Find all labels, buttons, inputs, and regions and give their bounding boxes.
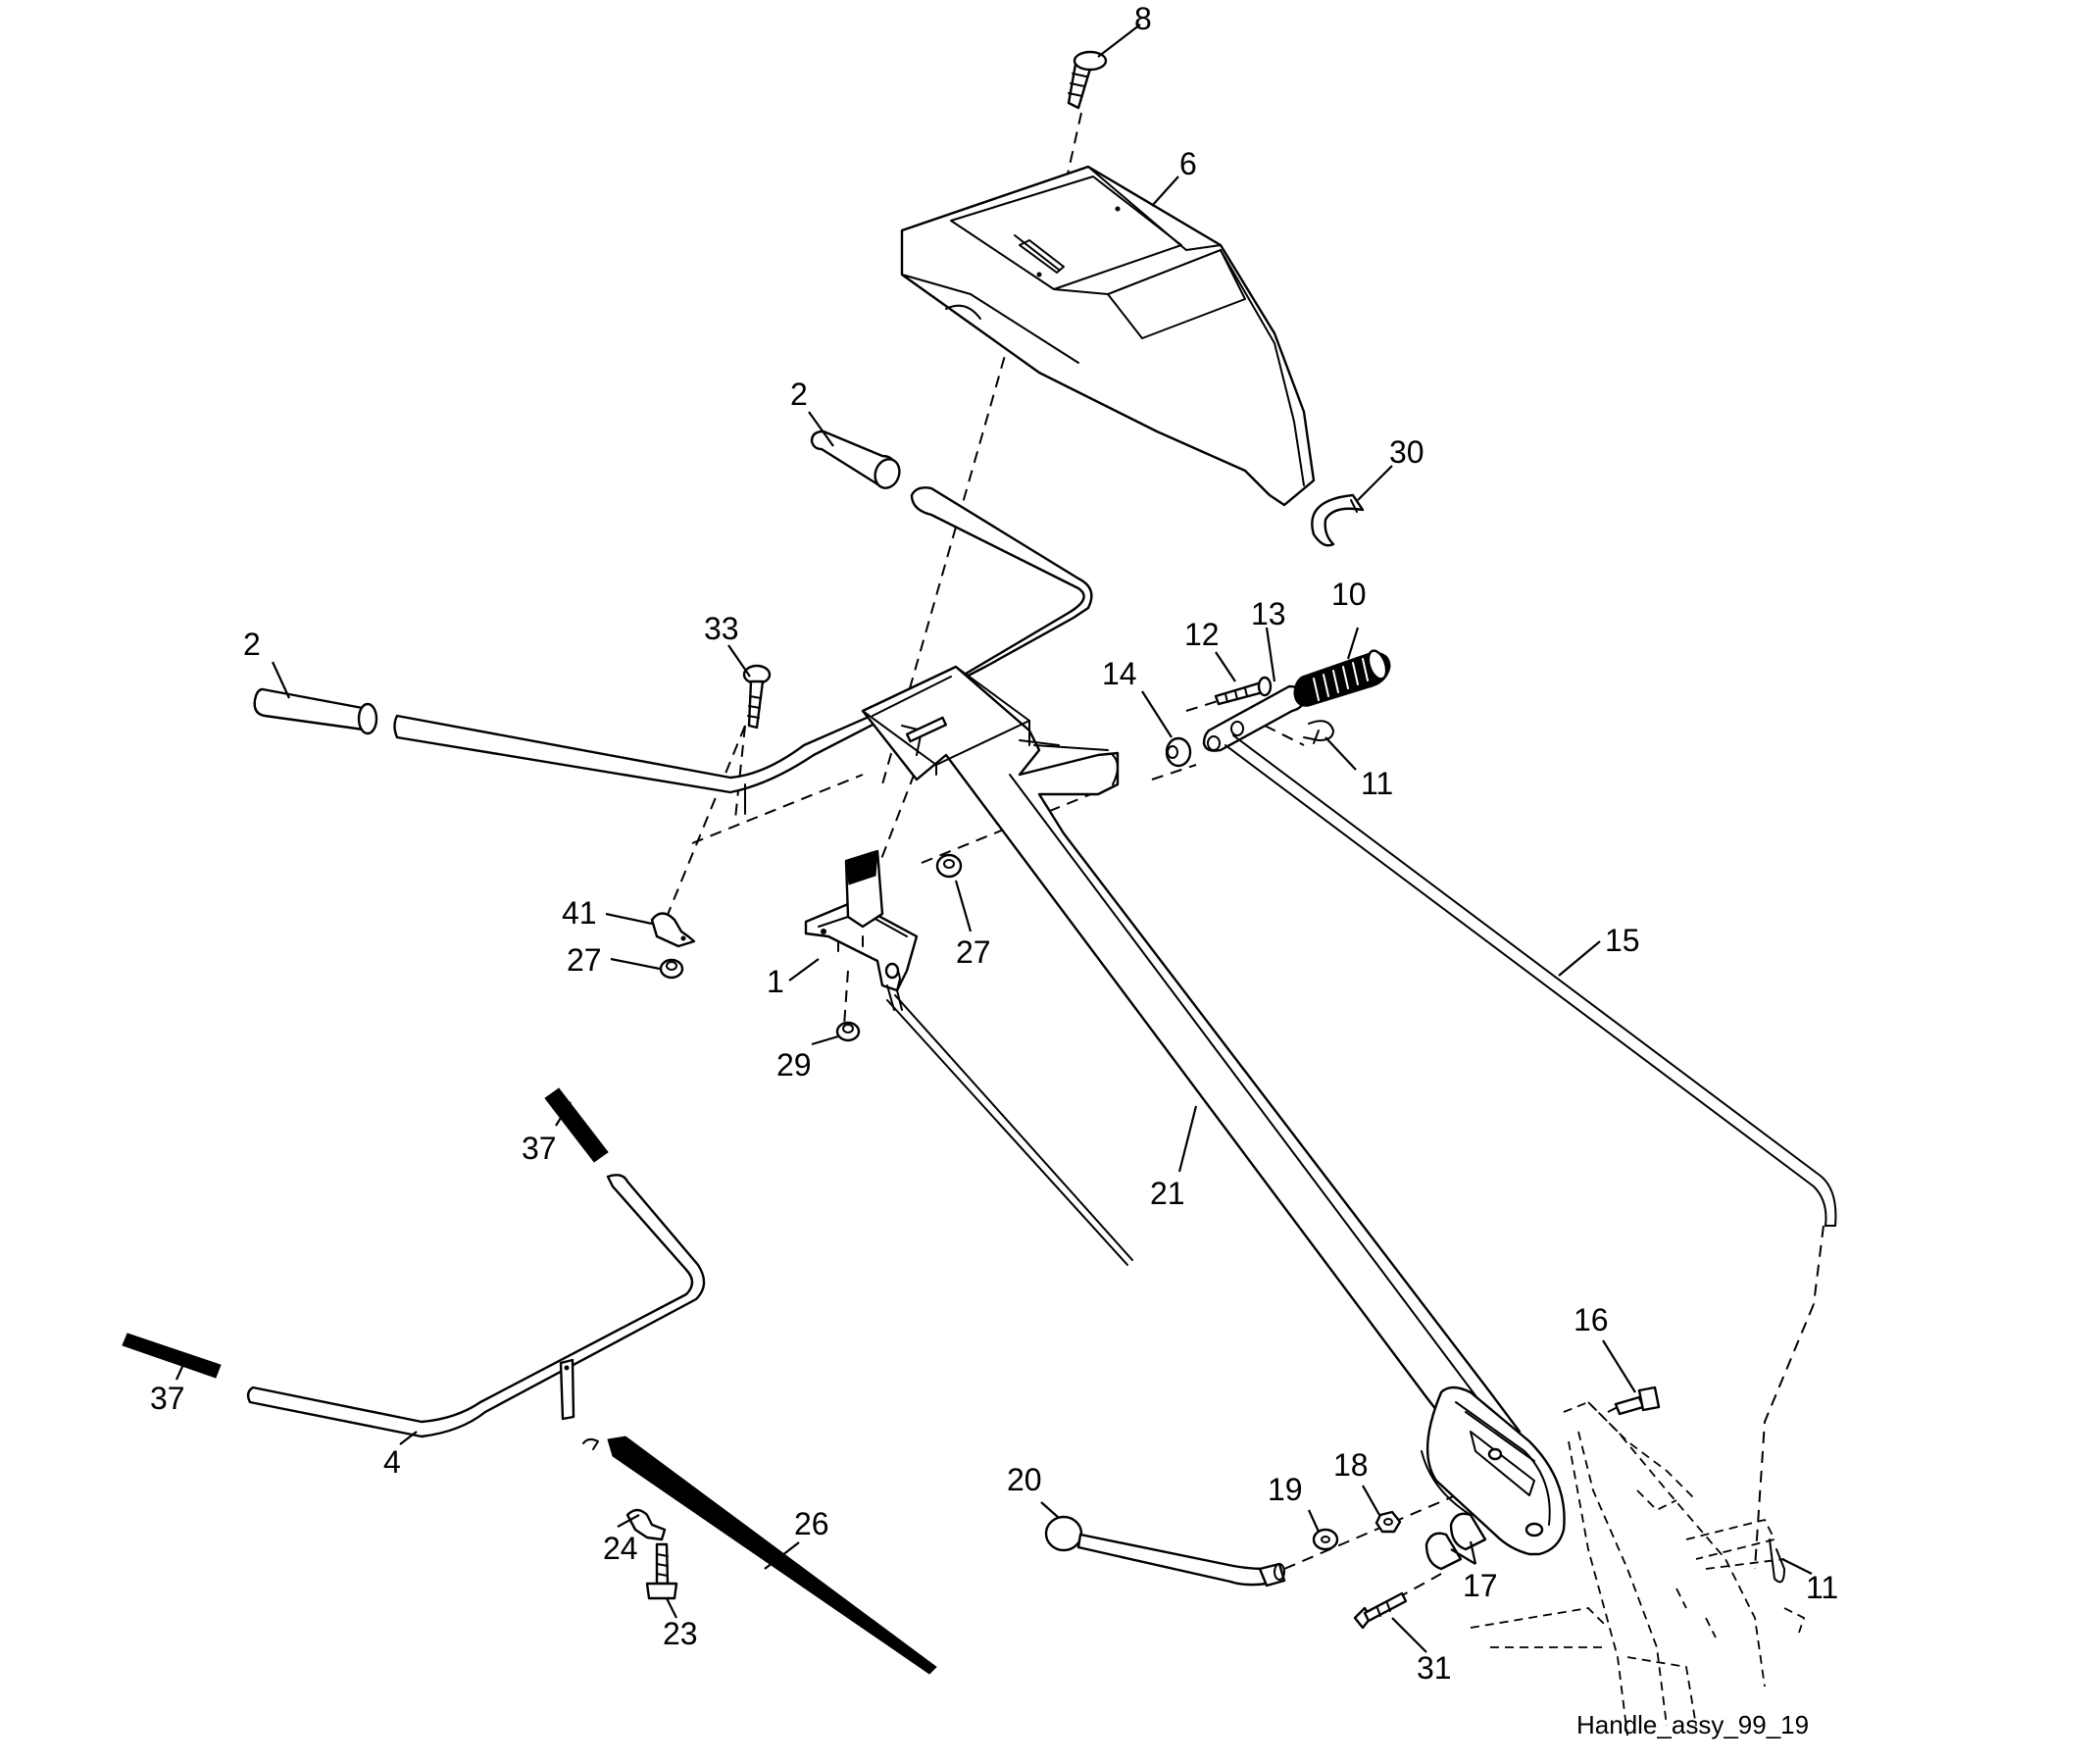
bolt-16 bbox=[1614, 1386, 1661, 1416]
callout-26: 26 bbox=[794, 1506, 829, 1541]
callout-2-left: 2 bbox=[243, 627, 261, 662]
bolt-31 bbox=[1353, 1591, 1408, 1630]
callout-41: 41 bbox=[562, 895, 597, 931]
shift-lever-15 bbox=[1202, 684, 1837, 1227]
clamp-41 bbox=[650, 912, 696, 948]
callout-10: 10 bbox=[1331, 577, 1367, 612]
callout-17: 17 bbox=[1463, 1568, 1498, 1603]
block-17-right bbox=[1449, 1512, 1487, 1551]
hand-grip-10 bbox=[1293, 649, 1391, 707]
callout-27-right: 27 bbox=[956, 934, 991, 970]
washer-19 bbox=[1312, 1528, 1339, 1551]
pulley-housing bbox=[1421, 1386, 1566, 1556]
callout-1: 1 bbox=[767, 964, 784, 999]
main-handle-tube bbox=[861, 665, 1522, 1453]
callout-27-left: 27 bbox=[567, 942, 602, 978]
control-panel-cover bbox=[900, 165, 1316, 507]
grip-sleeve-left bbox=[253, 687, 378, 735]
callout-30: 30 bbox=[1389, 434, 1424, 470]
nut-27-right bbox=[935, 853, 963, 879]
callout-8: 8 bbox=[1134, 1, 1152, 36]
callout-12: 12 bbox=[1184, 617, 1220, 652]
callout-13: 13 bbox=[1251, 596, 1286, 631]
rod-26 bbox=[582, 1436, 937, 1675]
hairpin-clip-11-top bbox=[1303, 720, 1334, 744]
callout-29: 29 bbox=[776, 1047, 812, 1083]
grip-sleeve-top bbox=[810, 429, 901, 489]
bracket-1 bbox=[804, 849, 1133, 1266]
callout-16: 16 bbox=[1574, 1302, 1609, 1337]
block-17-left bbox=[1424, 1532, 1463, 1571]
callout-21: 21 bbox=[1150, 1176, 1185, 1211]
screw-8 bbox=[1067, 50, 1108, 110]
nut-29 bbox=[835, 1021, 861, 1042]
diagram-caption: Handle_assy_99_19 bbox=[1576, 1710, 1809, 1739]
callout-2-top: 2 bbox=[790, 377, 808, 412]
callout-24: 24 bbox=[603, 1531, 638, 1566]
callout-19: 19 bbox=[1268, 1472, 1303, 1507]
callout-37-upper: 37 bbox=[522, 1131, 557, 1166]
callout-labels: 8 6 2 30 2 33 12 13 10 14 11 41 27 1 27 … bbox=[150, 1, 1838, 1686]
phantom-chassis bbox=[1470, 1400, 1806, 1737]
clip-30 bbox=[1311, 493, 1365, 547]
callout-37-lower: 37 bbox=[150, 1381, 185, 1416]
bolt-12 bbox=[1214, 676, 1273, 706]
callout-4: 4 bbox=[383, 1444, 401, 1480]
callout-11-bottom: 11 bbox=[1806, 1570, 1838, 1605]
lever-20 bbox=[1044, 1515, 1286, 1588]
carriage-bolt-33 bbox=[742, 664, 772, 730]
bail-4 bbox=[246, 1174, 706, 1438]
nut-27-left bbox=[659, 958, 684, 980]
nut-18 bbox=[1374, 1510, 1402, 1534]
callout-31: 31 bbox=[1417, 1650, 1452, 1686]
callout-6: 6 bbox=[1179, 146, 1197, 181]
bolt-23 bbox=[645, 1542, 678, 1600]
callout-11-top: 11 bbox=[1361, 766, 1393, 801]
callout-18: 18 bbox=[1333, 1447, 1369, 1483]
callout-23: 23 bbox=[663, 1616, 698, 1651]
callout-33: 33 bbox=[704, 611, 739, 646]
grip-37-lower bbox=[122, 1333, 222, 1379]
callout-14: 14 bbox=[1102, 656, 1137, 691]
leader-lines bbox=[175, 24, 1813, 1653]
callout-20: 20 bbox=[1007, 1462, 1042, 1497]
spacer-14 bbox=[1165, 736, 1192, 768]
callout-15: 15 bbox=[1605, 923, 1640, 958]
hairpin-clip-11-bottom bbox=[1769, 1538, 1785, 1584]
grip-37-upper bbox=[544, 1087, 609, 1163]
